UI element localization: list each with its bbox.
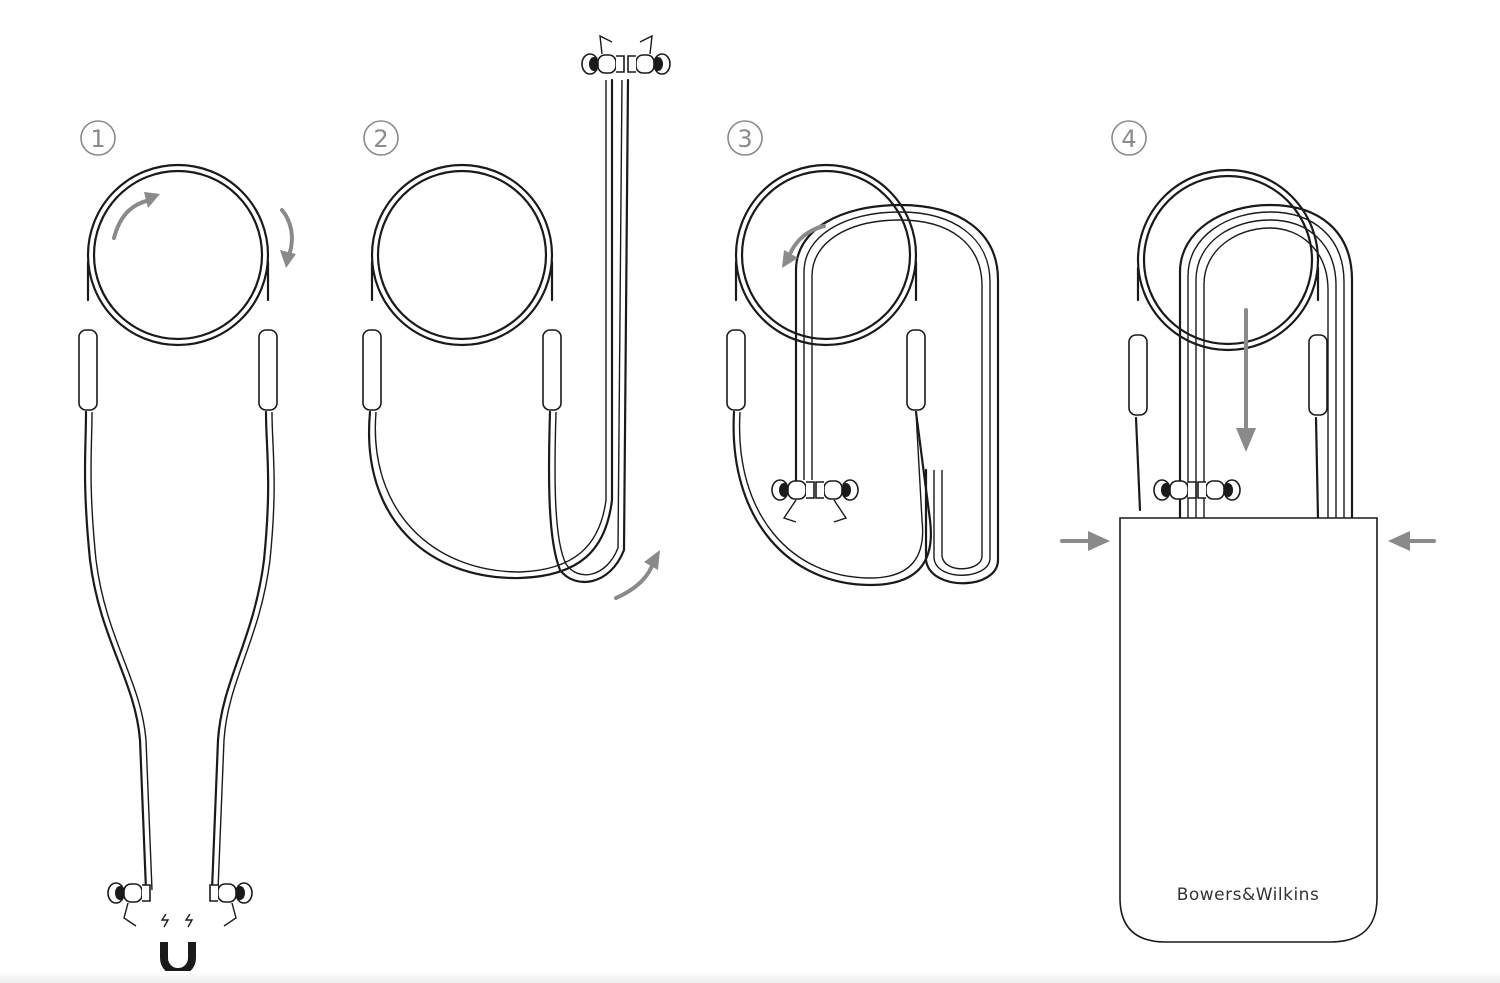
- step-1-number-circle: [80, 120, 116, 156]
- curved-arrow-icon: [782, 224, 826, 268]
- right-earbud-icon: [627, 53, 671, 75]
- right-control-module: [542, 329, 562, 411]
- step-2-number: 2: [373, 125, 388, 153]
- step-4: 4 Bowers&Wilkins: [1060, 120, 1436, 943]
- left-control-module: [726, 329, 746, 411]
- step-1-number: 1: [90, 125, 105, 153]
- curved-arrow-icon: [614, 550, 660, 600]
- straight-arrow-icon: [1236, 308, 1256, 452]
- case-brand-label: Bowers&Wilkins: [1177, 885, 1320, 905]
- right-earbud-icon: [815, 479, 859, 501]
- carry-case-icon: Bowers&Wilkins: [1119, 517, 1378, 943]
- step-1: 1: [78, 120, 296, 976]
- step-3: 3: [726, 120, 1000, 587]
- straight-arrow-icon: [1388, 531, 1436, 551]
- right-control-module: [258, 329, 278, 411]
- left-earbud-icon: [581, 53, 625, 75]
- curved-arrow-icon: [280, 208, 296, 268]
- step-2: 2: [362, 34, 671, 600]
- left-earbud-icon: [107, 882, 151, 904]
- right-earbud-icon: [1197, 479, 1241, 501]
- neckband-loop: [86, 163, 270, 347]
- right-earbud-icon: [209, 882, 253, 904]
- step-2-number-circle: [363, 120, 399, 156]
- step-4-number-circle: [1111, 120, 1147, 156]
- step-3-number-circle: [727, 120, 763, 156]
- left-earbud-icon: [771, 479, 815, 501]
- magnet-icon: [160, 913, 196, 976]
- step-4-number: 4: [1121, 125, 1136, 153]
- step-3-number: 3: [737, 125, 752, 153]
- left-control-module: [1128, 334, 1148, 416]
- curved-arrow-icon: [112, 192, 160, 240]
- right-control-module: [1308, 334, 1328, 416]
- left-control-module: [78, 329, 98, 411]
- bottom-edge: [0, 971, 1500, 983]
- left-control-module: [362, 329, 382, 411]
- left-earbud-icon: [1153, 479, 1197, 501]
- straight-arrow-icon: [1060, 531, 1110, 551]
- right-control-module: [906, 329, 926, 411]
